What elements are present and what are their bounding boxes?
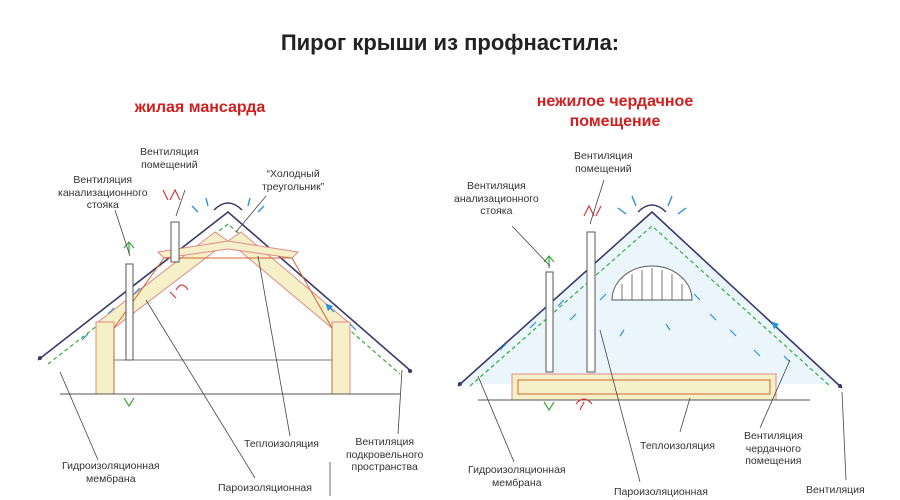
left-label-insulation: Теплоизоляция bbox=[244, 438, 319, 450]
right-roof bbox=[457, 179, 847, 483]
right-label-vent-sewer: Вентиляция анализационного стояка bbox=[454, 180, 539, 217]
right-label-vent-attic: Вентиляция чердачного помещения bbox=[744, 430, 803, 467]
left-roof bbox=[37, 188, 413, 496]
page-title: Пирог крыши из профнастила: bbox=[280, 30, 620, 55]
right-label-vent-cut: Вентиляция bbox=[806, 484, 865, 496]
right-label-vapor: Пароизоляционная bbox=[614, 486, 708, 498]
left-label-vent-sewer: Вентиляция канализационного стояка bbox=[58, 174, 148, 211]
left-label-vent-rooms: Вентиляция помещений bbox=[140, 146, 199, 171]
left-subtitle: жилая мансарда bbox=[134, 99, 266, 116]
right-label-waterproof: Гидроизоляционная мембрана bbox=[468, 464, 566, 489]
left-label-cold-triangle: “Холодный треугольник” bbox=[262, 168, 325, 193]
left-label-vapor: Пароизоляционная bbox=[218, 482, 312, 494]
right-label-insulation: Теплоизоляция bbox=[640, 440, 715, 452]
left-label-waterproof: Гидроизоляционная мембрана bbox=[62, 460, 160, 485]
right-subtitle: нежилое чердачное помещение bbox=[536, 93, 694, 130]
right-label-vent-rooms: Вентиляция помещений bbox=[574, 150, 633, 175]
left-label-vent-underroof: Вентиляция подкровельного пространства bbox=[346, 436, 424, 473]
